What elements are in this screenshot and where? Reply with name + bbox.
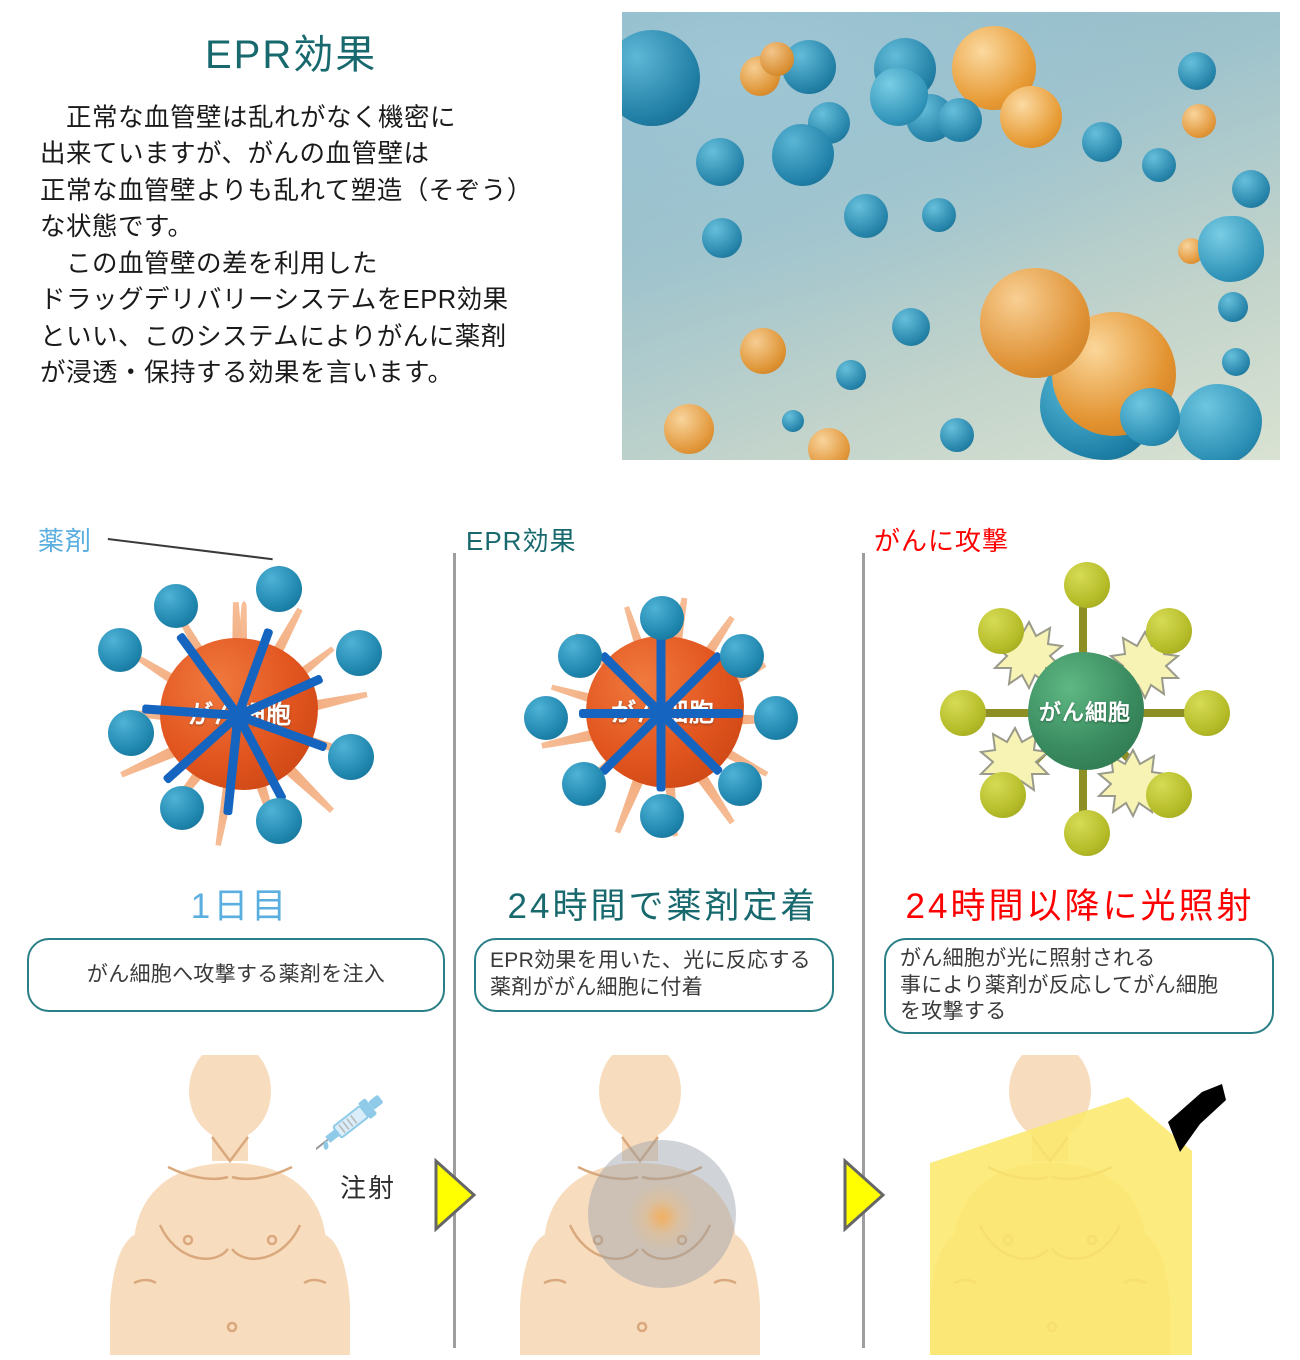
intro-line-1: 正常な血管壁は乱れがなく機密に (40, 104, 457, 132)
drug-nanoparticle (718, 762, 762, 806)
page-title: EPR効果 (205, 33, 378, 77)
drug-nanoparticle (640, 596, 684, 640)
panel-1-caption-box: がん細胞へ攻撃する薬剤を注入 (27, 938, 445, 1012)
drug-nanoparticle (524, 696, 568, 740)
photo-drug-nanoparticle (1184, 690, 1230, 736)
drug-nanoparticle (720, 634, 764, 678)
panel-1-cell-diagram: がん細胞 (50, 548, 430, 878)
panel-3-caption-box: がん細胞が光に照射される 事により薬剤が反応してがん細胞 を攻撃する (884, 938, 1274, 1034)
drug-nanoparticle (640, 794, 684, 838)
drug-nanoparticle (336, 630, 382, 676)
panel-1-tag: 薬剤 (38, 526, 93, 556)
torso-illustration (110, 1042, 350, 1355)
syringe-icon (314, 1090, 394, 1152)
panel-2-caption-box: EPR効果を用いた、光に反応する 薬剤ががん細胞に付着 (474, 938, 834, 1012)
photo-drug-nanoparticle (978, 608, 1024, 654)
drug-nanoparticle (754, 696, 798, 740)
panel-1-stage-title: 1日目 (190, 887, 290, 926)
intro-line-5: この血管壁の差を利用した (40, 249, 379, 278)
panel-divider-2 (862, 553, 865, 1348)
drug-nanoparticle (160, 786, 204, 830)
drug-nanoparticle (328, 734, 374, 780)
panel-2-caption-text: EPR効果を用いた、光に反応する 薬剤ががん細胞に付着 (490, 949, 811, 999)
photo-drug-nanoparticle (1064, 562, 1110, 608)
intro-line-8: が浸透・保持する効果を言います。 (40, 359, 454, 388)
drug-nanoparticle (154, 584, 198, 628)
drug-nanoparticle (108, 710, 154, 756)
panel-2-stage-title: 24時間で薬剤定着 (507, 887, 819, 926)
flow-arrow-1 (433, 1157, 477, 1237)
flashlight-icon (1166, 1078, 1226, 1156)
photo-drug-nanoparticle (940, 690, 986, 736)
intro-line-2: 出来ていますが、がんの血管壁は (40, 140, 430, 169)
micrograph-image (622, 12, 1280, 460)
panel-3-stage-title: 24時間以降に光照射 (905, 887, 1255, 926)
photo-drug-nanoparticle (980, 772, 1026, 818)
tumor-glow-overlay (588, 1140, 736, 1288)
panel-3-tag: がんに攻撃 (874, 526, 1010, 556)
drug-nanoparticle (98, 628, 142, 672)
drug-nanoparticle (562, 762, 606, 806)
intro-line-3: 正常な血管壁よりも乱れて塑造（そぞう） (40, 176, 533, 205)
drug-nanoparticle (256, 566, 302, 612)
panel-3-caption-text: がん細胞が光に照射される 事により薬剤が反応してがん細胞 を攻撃する (900, 946, 1219, 1024)
drug-nanoparticle (256, 798, 302, 844)
panel-3-cell-diagram: がん細胞 (900, 548, 1270, 878)
panel-3-cell-label: がん細胞 (1038, 700, 1131, 725)
panel-2-tag: EPR効果 (466, 526, 577, 556)
intro-text-block: 正常な血管壁は乱れがなく機密に 出来ていますが、がんの血管壁は 正常な血管壁より… (40, 100, 600, 392)
panel-1-caption-text: がん細胞へ攻撃する薬剤を注入 (86, 962, 386, 986)
intro-line-6: ドラッグデリバリーシステムをEPR効果 (40, 286, 509, 315)
panel-1-body-figure (110, 1042, 440, 1355)
photo-drug-nanoparticle (1146, 772, 1192, 818)
panel-2-cell-diagram: がん細胞 (478, 548, 848, 878)
photo-drug-nanoparticle (1146, 608, 1192, 654)
panel-divider-1 (453, 553, 456, 1348)
injection-label: 注射 (340, 1173, 397, 1203)
intro-line-4: な状態です。 (40, 213, 194, 242)
flow-arrow-2 (842, 1157, 886, 1237)
intro-line-7: といい、このシステムによりがんに薬剤 (40, 322, 507, 351)
photo-drug-nanoparticle (1064, 810, 1110, 856)
drug-nanoparticle (558, 634, 602, 678)
panel-3-cancer-cell (1028, 652, 1144, 770)
